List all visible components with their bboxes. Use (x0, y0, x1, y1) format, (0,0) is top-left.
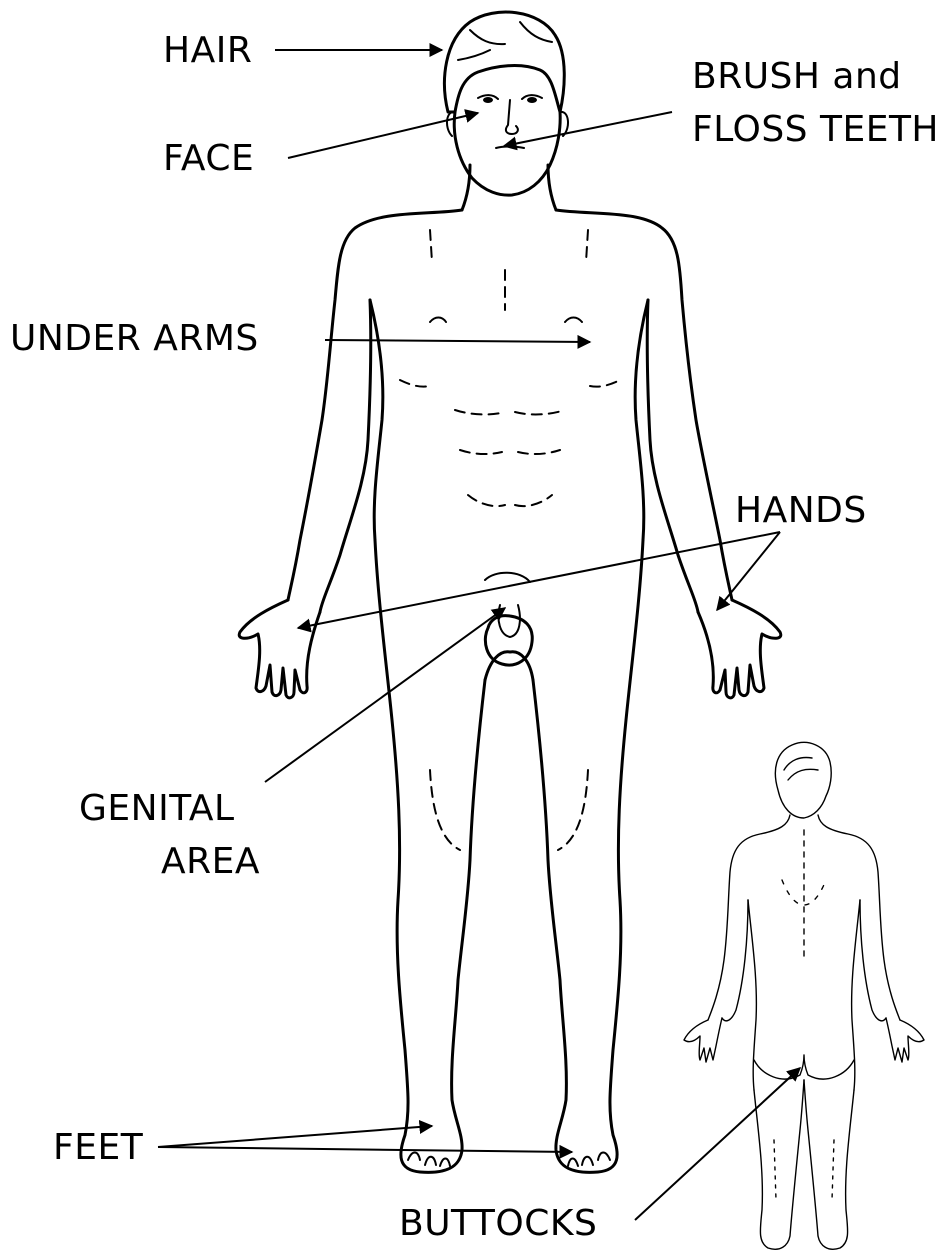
front-right-leg (533, 540, 643, 1172)
front-figure (239, 12, 781, 1172)
back-hair (775, 742, 831, 818)
brush-teeth-label-line1: BRUSH and (692, 56, 902, 97)
under-arms-label: UNDER ARMS (10, 318, 259, 359)
teeth-arrow (504, 112, 672, 146)
front-genitals (485, 616, 532, 665)
back-figure (684, 742, 924, 1249)
hair-label: HAIR (163, 30, 252, 71)
genital-area-label-line1: GENITAL (79, 788, 235, 829)
feet-arrow-left (158, 1126, 432, 1147)
front-right-hand (698, 600, 781, 698)
feet-label: FEET (53, 1127, 143, 1168)
face-label: FACE (163, 138, 254, 179)
genital-area-label-line2: AREA (161, 841, 260, 882)
face-arrow (288, 113, 478, 158)
front-hair (444, 12, 564, 112)
brush-teeth-label-line2: FLOSS TEETH (692, 109, 935, 150)
feet-arrow-right (158, 1147, 572, 1152)
hands-label: HANDS (735, 490, 867, 531)
front-left-hand (239, 600, 320, 698)
genital-arrow (265, 608, 505, 782)
hands-arrow-left (298, 532, 780, 628)
buttocks-label: BUTTOCKS (399, 1203, 597, 1244)
under-arms-arrow (325, 340, 590, 342)
